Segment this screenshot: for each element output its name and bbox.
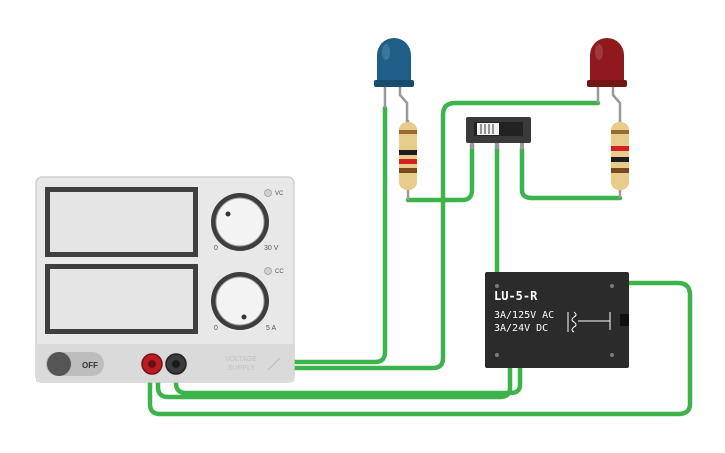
voltage-knob[interactable] xyxy=(211,193,269,251)
wire-switch-left-to-resistor[interactable] xyxy=(405,142,475,203)
relay-rating-dc: 3A/24V DC xyxy=(494,323,548,334)
vc-indicator-label: VC xyxy=(275,191,284,197)
relay-model-label: LU-5-R xyxy=(494,289,538,303)
wires xyxy=(147,100,693,417)
power-supply[interactable]: 0 30 V VC 0 5 A CC OFF VOLTAGE SUPPLY xyxy=(35,176,295,383)
wire-switch-to-supply[interactable] xyxy=(179,100,601,371)
current-min-label: 0 xyxy=(214,325,218,332)
resistor-left[interactable] xyxy=(399,120,417,200)
power-switch-label: OFF xyxy=(82,361,98,370)
voltage-min-label: 0 xyxy=(214,245,218,252)
negative-terminal[interactable] xyxy=(165,353,187,375)
slide-switch[interactable] xyxy=(466,117,531,149)
resistor-right[interactable] xyxy=(611,120,629,198)
red-led[interactable] xyxy=(587,38,627,125)
relay-rating-ac: 3A/125V AC xyxy=(494,310,554,321)
slide-switch-handle[interactable] xyxy=(477,123,499,135)
power-switch[interactable]: OFF xyxy=(46,352,104,376)
relay[interactable]: LU-5-R 3A/125V AC 3A/24V DC xyxy=(485,272,629,368)
vc-indicator-light xyxy=(264,189,272,197)
brand-label-line2: SUPPLY xyxy=(228,365,255,372)
wire-switch-right-to-resistor[interactable] xyxy=(519,145,623,201)
positive-terminal[interactable] xyxy=(141,353,163,375)
current-max-label: 5 A xyxy=(266,325,276,332)
cc-indicator-light xyxy=(264,267,272,275)
relay-schematic-icon xyxy=(567,311,611,333)
pencil-icon xyxy=(267,357,281,371)
blue-led[interactable] xyxy=(374,38,414,125)
wire-blue-led-to-supply[interactable] xyxy=(177,105,388,365)
wire-relay-coil-loop[interactable] xyxy=(147,280,693,417)
wire-relay-to-positive-terminal[interactable] xyxy=(155,363,513,400)
current-knob[interactable] xyxy=(211,272,269,330)
brand-label-line1: VOLTAGE xyxy=(225,356,257,363)
cc-indicator-label: CC xyxy=(275,269,284,275)
voltage-max-label: 30 V xyxy=(264,245,279,252)
wire-relay-to-negative-terminal[interactable] xyxy=(173,363,523,396)
